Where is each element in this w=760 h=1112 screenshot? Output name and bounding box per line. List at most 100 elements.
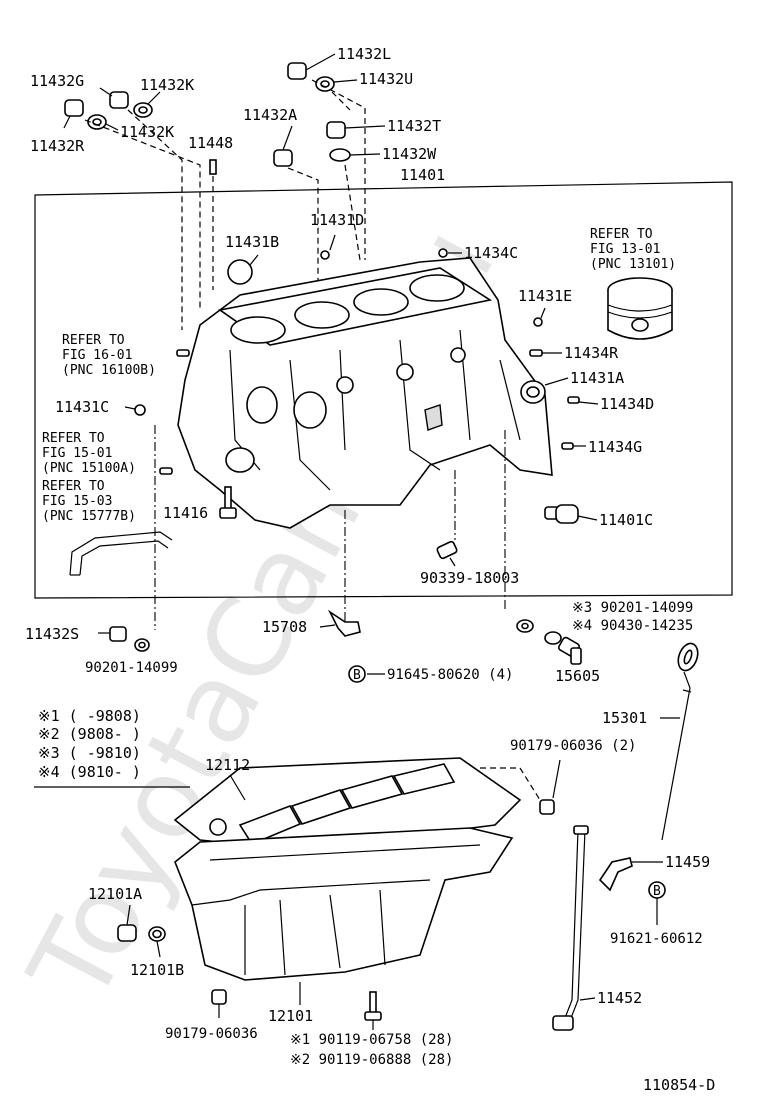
svg-text:B: B [653,884,661,899]
pin-11448[interactable] [209,159,217,175]
gasket-11432U[interactable] [315,76,358,92]
label-15708: 15708 [262,618,307,636]
svg-text:※2 (9808- ): ※2 (9808- ) [38,725,141,743]
gasket-90201-14099-b[interactable] [516,619,534,633]
plug-11401C[interactable] [544,504,598,524]
label-11432A: 11432A [243,106,297,124]
refer-note-fig16: REFER TO FIG 16-01 (PNC 16100B) [62,333,156,378]
bolt-11416[interactable] [219,486,237,519]
refer-note-fig15a: REFER TO FIG 15-01 (PNC 15100A) [42,431,136,476]
label-90119-06888: ※2 90119-06888 (28) [290,1052,453,1068]
pin-11434R[interactable] [529,349,562,357]
gasket-90201-14099[interactable] [134,638,150,652]
svg-text:FIG 15-03: FIG 15-03 [42,494,112,509]
gasket-11432W[interactable] [329,148,381,162]
label-11432K-top: 11432K [140,76,194,94]
bolt-90179-06036-2[interactable] [539,759,561,815]
label-11434R: 11434R [564,344,619,362]
plug-11431E[interactable] [533,307,546,327]
dipstick-guide-11452[interactable] [552,825,596,1031]
plug-11431A[interactable] [520,377,569,404]
label-11434D: 11434D [600,395,654,413]
svg-text:※1 ( -9808): ※1 ( -9808) [38,707,141,725]
label-15301: 15301 [602,709,647,727]
pin-refer-16[interactable] [176,349,190,357]
refer-note-piston: REFER TO FIG 13-01 (PNC 13101) [590,227,676,272]
svg-text:REFER TO: REFER TO [62,333,125,348]
label-11431C: 11431C [55,398,109,416]
plug-11432A[interactable] [273,125,293,167]
label-12101B: 12101B [130,961,184,979]
oil-pipe[interactable] [69,531,173,576]
bolt-90119[interactable] [364,991,382,1030]
label-90119-06758: ※1 90119-06758 (28) [290,1032,453,1048]
sensor-15708[interactable] [319,609,361,637]
plug-11432R[interactable] [63,99,84,129]
plug-11432S[interactable] [98,626,127,642]
svg-text:(PNC 16100B): (PNC 16100B) [62,363,156,378]
pin-11434G[interactable] [561,442,586,450]
oil-pan-12101[interactable] [174,827,514,981]
cylinder-block-11401[interactable] [177,257,553,529]
piston-reference[interactable] [607,277,673,340]
diagram-code: 110854-D [643,1076,715,1094]
label-15605: 15605 [555,667,600,685]
plug-11431D[interactable] [320,250,330,260]
block-assembly-frame [34,181,733,599]
gasket-11432K-top[interactable] [133,91,161,118]
label-11432R: 11432R [30,137,85,155]
label-90201-14099: 90201-14099 [85,660,178,676]
svg-text:(PNC 15100A): (PNC 15100A) [42,461,136,476]
svg-text:(PNC 15777B): (PNC 15777B) [42,509,136,524]
label-12101: 12101 [268,1007,313,1025]
label-11401C: 11401C [599,511,653,529]
label-11432U: 11432U [359,70,413,88]
svg-text:FIG 15-01: FIG 15-01 [42,446,112,461]
gasket-90430-14235[interactable] [544,631,562,645]
plug-11431C[interactable] [124,404,146,416]
label-11459: 11459 [665,853,710,871]
plug-11431B[interactable] [227,254,259,285]
label-11431B: 11431B [225,233,279,251]
label-11448: 11448 [188,134,233,152]
label-11434C: 11434C [464,244,518,262]
label-90201-14099-b: ※3 90201-14099 [572,600,693,616]
label-11431E: 11431E [518,287,572,305]
pin-11434D[interactable] [567,396,599,405]
label-90179-06036-2: 90179-06036 (2) [510,738,636,754]
svg-text:REFER TO: REFER TO [590,227,653,242]
gasket-12101B[interactable] [148,926,166,958]
svg-text:※3 ( -9810): ※3 ( -9810) [38,744,141,762]
plug-11432L[interactable] [287,53,336,80]
label-11432W: 11432W [382,145,437,163]
label-11434G: 11434G [588,438,642,456]
bolt-90179-06036[interactable] [211,989,227,1018]
oil-pressure-switch-15605[interactable] [558,636,582,665]
plug-11432G[interactable] [109,91,129,109]
bolt-91621-60612[interactable]: B [648,881,666,925]
label-90179-06036: 90179-06036 [165,1026,258,1042]
label-91645-80620: 91645-80620 (4) [387,667,513,683]
plug-12101A[interactable] [117,904,137,942]
label-11432G: 11432G [30,72,84,90]
bolt-91645-80620[interactable]: B [348,665,385,683]
label-90339-18003: 90339-18003 [420,569,519,587]
legend: ※1 ( -9808) ※2 (9808- ) ※3 ( -9810) ※4 (… [34,707,190,788]
label-11432L: 11432L [337,45,391,63]
pin-11434C[interactable] [438,248,462,258]
svg-text:REFER TO: REFER TO [42,431,105,446]
pin-refer-15[interactable] [159,467,173,475]
plug-11432T[interactable] [326,121,386,139]
label-11432S: 11432S [25,625,79,643]
gasket-11432K-lower[interactable] [87,114,119,131]
label-90430-14235: ※4 90430-14235 [572,618,693,634]
label-11416: 11416 [163,504,208,522]
refer-note-fig15b: REFER TO FIG 15-03 (PNC 15777B) [42,479,136,524]
bolt-90339-18003[interactable] [436,540,458,567]
label-11432T: 11432T [387,117,441,135]
label-11431D: 11431D [310,211,364,229]
label-12101A: 12101A [88,885,142,903]
dipstick-15301[interactable] [661,641,701,841]
bracket-11459[interactable] [598,857,663,892]
